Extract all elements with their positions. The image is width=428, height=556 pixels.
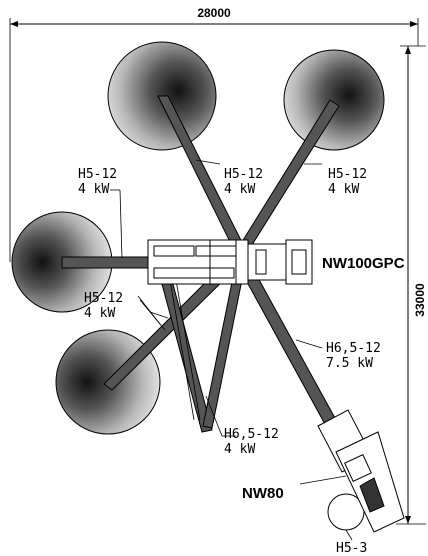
label-bottom-middle-power: 4 kW [224, 442, 255, 457]
label-top-left-model: H5-12 [78, 167, 117, 182]
label-left-lower-power: 4 kW [84, 306, 115, 321]
label-top-left-power: 4 kW [78, 182, 109, 197]
height-dimension: 33000 [396, 45, 427, 525]
machine-label-nw80: NW80 [242, 485, 284, 502]
width-label: 28000 [197, 6, 231, 20]
label-top-middle-power: 4 kW [224, 182, 255, 197]
height-label: 33000 [413, 283, 427, 317]
booms [61, 95, 340, 433]
label-right-long-model: H6,5-12 [326, 341, 381, 356]
labels: H5-12 4 kW H5-12 4 kW H5-12 4 kW H5-12 4… [78, 167, 405, 556]
label-bottom-right-model: H5-3 [336, 541, 367, 556]
machine-label-nw100gpc: NW100GPC [322, 255, 405, 272]
leader-lines [110, 159, 353, 541]
width-dimension: 28000 [9, 6, 419, 262]
label-bottom-middle-model: H6,5-12 [224, 427, 279, 442]
label-top-middle-model: H5-12 [224, 167, 263, 182]
spray-disc-top-right [283, 49, 385, 151]
label-right-long-power: 7.5 kW [326, 356, 373, 371]
machine-nw80 [317, 409, 405, 533]
machine-nw100gpc [147, 239, 313, 285]
label-top-right-model: H5-12 [328, 167, 367, 182]
label-left-lower-model: H5-12 [84, 291, 123, 306]
label-top-right-power: 4 kW [328, 182, 359, 197]
